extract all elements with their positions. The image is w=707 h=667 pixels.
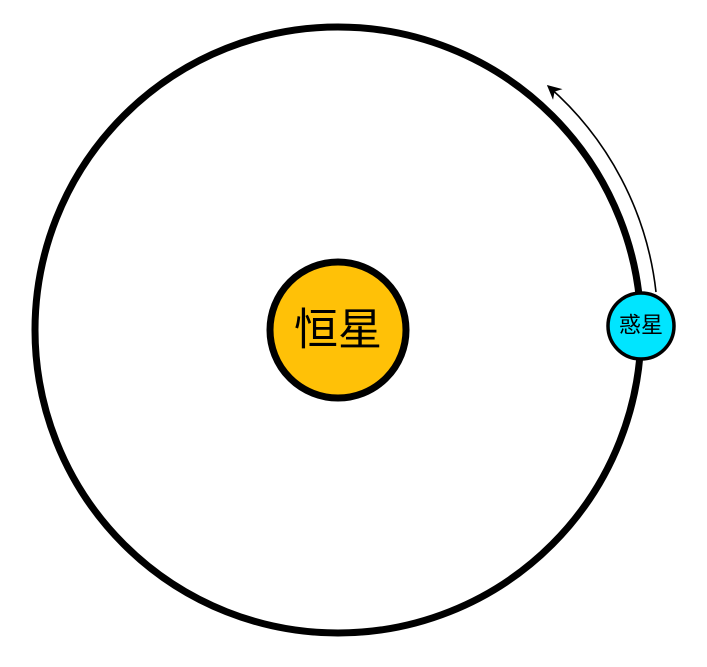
planet-label: 惑星 (619, 314, 663, 339)
star-label: 恒星 (294, 305, 382, 356)
planet: 惑星 (606, 291, 676, 361)
orbit-direction-arrow (546, 85, 657, 293)
star: 恒星 (266, 258, 410, 402)
